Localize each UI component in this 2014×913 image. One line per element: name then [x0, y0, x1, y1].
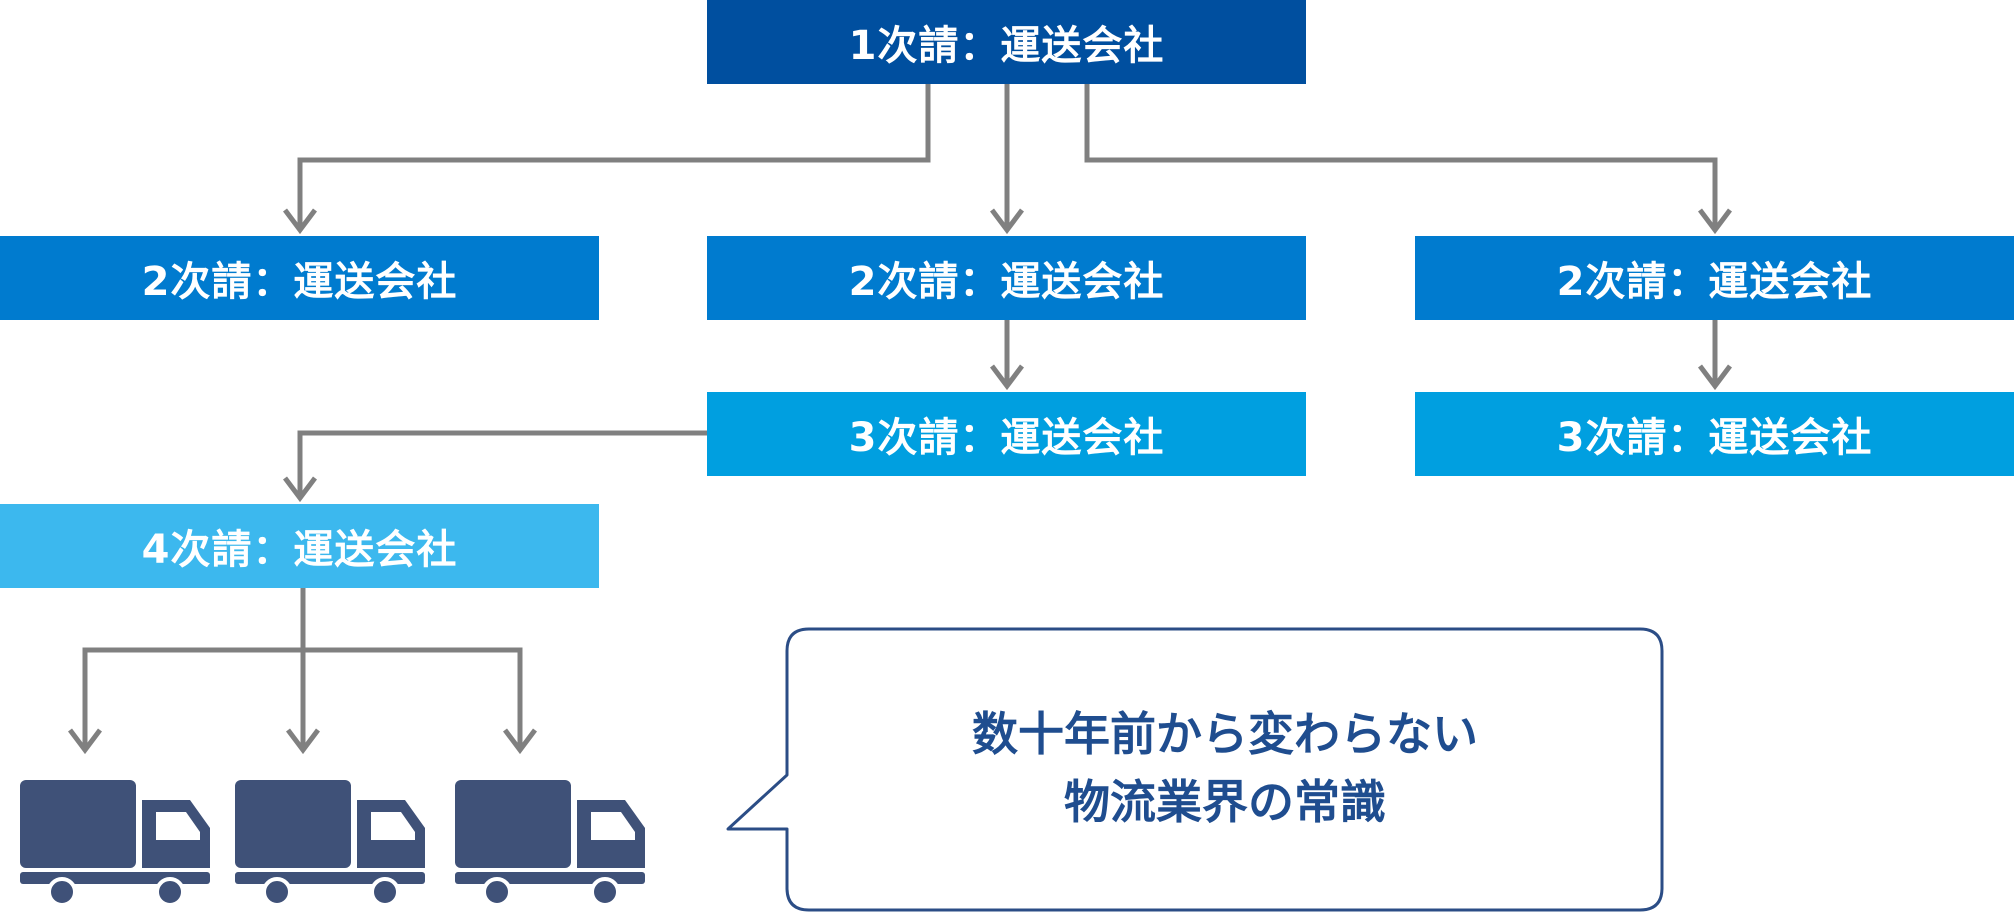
node-tier2-center: 2次請：運送会社	[707, 236, 1306, 320]
node-tier3-right-label: 3次請：運送会社	[1556, 415, 1873, 461]
node-tier2-right: 2次請：運送会社	[1415, 236, 2014, 320]
arrowhead-icon	[283, 476, 317, 503]
callout-line-1: 数十年前から変わらない	[972, 707, 1478, 761]
arrowhead-icon	[1698, 208, 1732, 235]
node-tier2-center-label: 2次請：運送会社	[848, 259, 1165, 305]
truck-icon	[235, 780, 425, 907]
node-tier3-center-label: 3次請：運送会社	[848, 415, 1165, 461]
connector-tier1-to-tier2-right	[1084, 84, 1718, 228]
arrowhead-icon	[503, 728, 537, 755]
callout-text: 数十年前から変わらない 物流業界の常識	[788, 700, 1662, 836]
truck-icon	[20, 780, 210, 907]
connector-tier4-to-trucks	[82, 588, 523, 748]
arrowhead-icon	[283, 208, 317, 235]
node-tier2-right-label: 2次請：運送会社	[1556, 259, 1873, 305]
node-tier1-label: 1次請：運送会社	[848, 23, 1165, 69]
node-tier4-label: 4次請：運送会社	[141, 527, 458, 573]
node-tier3-right: 3次請：運送会社	[1415, 392, 2014, 476]
node-tier2-left: 2次請：運送会社	[0, 236, 599, 320]
connector-tier3-to-tier4	[297, 430, 707, 496]
arrowhead-icon	[990, 208, 1024, 235]
node-tier1: 1次請：運送会社	[707, 0, 1306, 84]
node-tier4: 4次請：運送会社	[0, 504, 599, 588]
truck-icon	[455, 780, 645, 907]
node-tier2-left-label: 2次請：運送会社	[141, 259, 458, 305]
arrowhead-icon	[990, 364, 1024, 391]
node-tier3-center: 3次請：運送会社	[707, 392, 1306, 476]
connector-tier1-to-tier2-left	[297, 84, 931, 228]
arrowhead-icon	[286, 728, 320, 755]
callout-line-2: 物流業界の常識	[1064, 775, 1386, 829]
arrowhead-icon	[68, 728, 102, 755]
speech-bubble	[726, 627, 1664, 912]
arrowhead-icon	[1698, 364, 1732, 391]
